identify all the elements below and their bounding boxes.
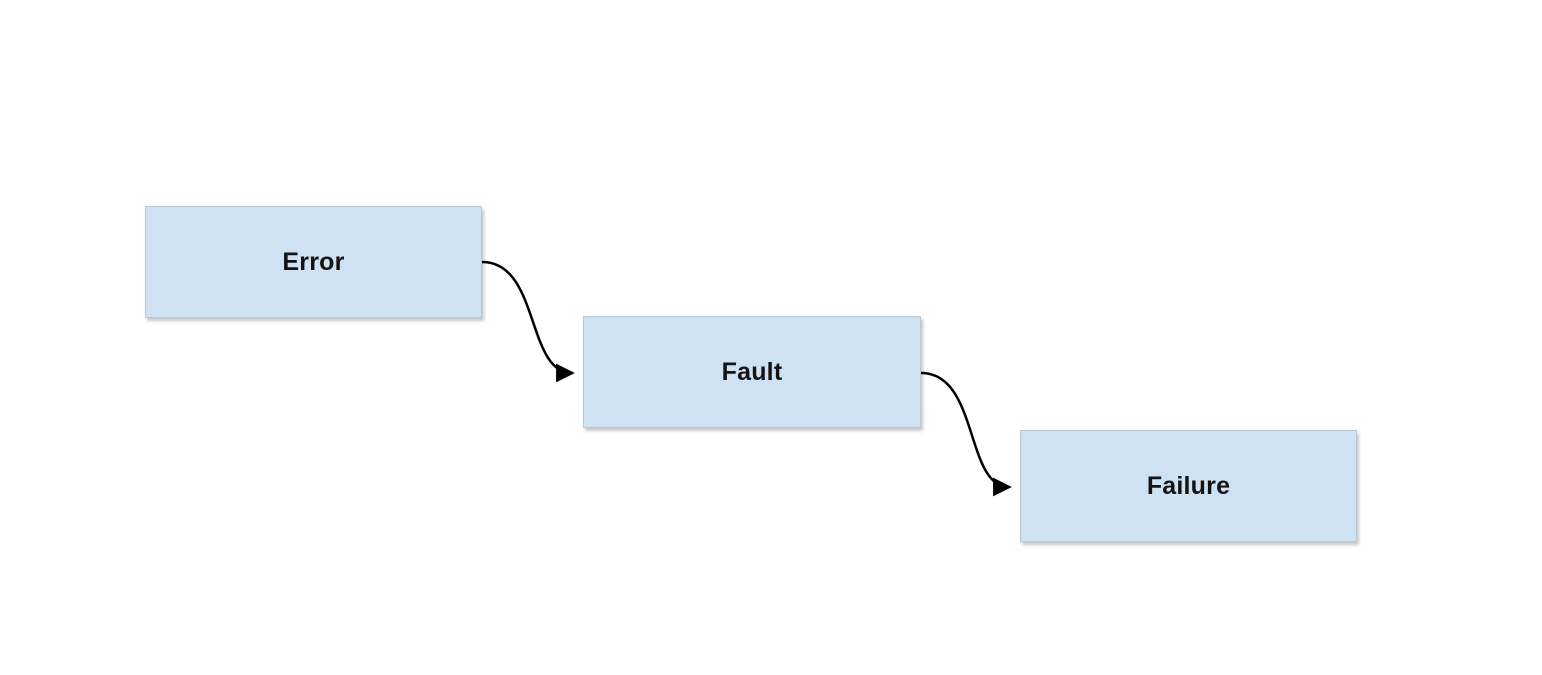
node-error: Error — [145, 206, 482, 318]
node-error-label: Error — [282, 247, 345, 276]
node-fault-label: Fault — [721, 357, 783, 386]
node-failure-label: Failure — [1146, 471, 1231, 500]
node-fault: Fault — [583, 316, 921, 428]
edge-fault-to-failure — [919, 371, 1012, 497]
edge-error-to-fault — [480, 260, 575, 383]
node-failure: Failure — [1020, 430, 1357, 542]
